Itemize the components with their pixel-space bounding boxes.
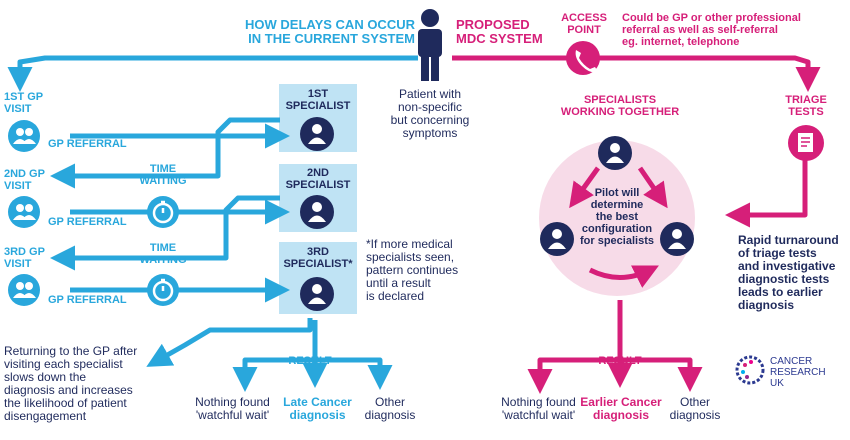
- specialist-2-doctor-icon: [300, 195, 334, 229]
- proposed-system-heading: PROPOSED MDC SYSTEM: [456, 17, 543, 46]
- gp-visit-3-group-icon: [8, 274, 40, 306]
- gp-visit-2-group-icon: [8, 196, 40, 228]
- specialists-circle-bg: [539, 140, 695, 296]
- stopwatch-2-icon: [147, 274, 179, 306]
- mdc-specialist-right-doctor-icon: [660, 222, 694, 256]
- proposed-result-label: RESULT: [598, 355, 642, 367]
- specialist-1-doctor-icon: [300, 117, 334, 151]
- current-outcome-other: Other diagnosis: [364, 395, 416, 422]
- time-waiting-2-label: TIME WAITING: [139, 242, 187, 266]
- mdc-specialist-left-doctor-icon: [540, 222, 574, 256]
- time-waiting-1-label: TIME WAITING: [139, 163, 187, 187]
- triage-tests-label: TRIAGE TESTS: [785, 94, 827, 118]
- cancer-research-uk-logo-icon: [735, 355, 765, 385]
- gp-referral-1-label: GP REFERRAL: [48, 138, 127, 150]
- access-phone-icon: [566, 41, 600, 75]
- proposed-outcome-earlier-cancer: Earlier Cancer diagnosis: [580, 395, 662, 422]
- gp-visit-1-group-icon: [8, 120, 40, 152]
- mdc-specialist-top-doctor-icon: [598, 136, 632, 170]
- visit-1-label: 1ST GP VISIT: [4, 91, 44, 115]
- visit-2-label: 2ND GP VISIT: [4, 168, 45, 192]
- specialist-1-label: 1ST SPECIALIST: [285, 88, 351, 112]
- pilot-text: Pilot will determine the best configurat…: [580, 187, 654, 247]
- proposed-outcome-other: Other diagnosis: [669, 395, 721, 422]
- specialist-3-label: 3RD SPECIALIST*: [283, 246, 353, 270]
- specialist-3-doctor-icon: [300, 277, 334, 311]
- returning-note: Returning to the GP after visiting each …: [4, 344, 138, 423]
- gp-referral-3-label: GP REFERRAL: [48, 294, 127, 306]
- rapid-turnaround-note: Rapid turnaround of triage tests and inv…: [738, 233, 839, 312]
- patient-person-icon: [418, 9, 442, 81]
- cancer-research-uk-logo-text: CANCER RESEARCH UK: [770, 356, 826, 389]
- specialists-working-together-heading: SPECIALISTS WORKING TOGETHER: [560, 94, 680, 118]
- proposed-outcome-nothing-found: Nothing found 'watchful wait': [501, 395, 576, 422]
- access-point-label: ACCESS POINT: [561, 12, 607, 36]
- gp-referral-2-label: GP REFERRAL: [48, 216, 127, 228]
- current-outcome-late-cancer: Late Cancer diagnosis: [283, 395, 352, 422]
- stopwatch-1-icon: [147, 196, 179, 228]
- visit-3-label: 3RD GP VISIT: [4, 246, 45, 270]
- current-outcome-nothing-found: Nothing found 'watchful wait': [195, 395, 270, 422]
- specialist-2-label: 2ND SPECIALIST: [285, 167, 351, 191]
- access-note: Could be GP or other professional referr…: [622, 12, 801, 48]
- current-system-heading: HOW DELAYS CAN OCCUR IN THE CURRENT SYST…: [245, 17, 415, 46]
- footnote-text: *If more medical specialists seen, patte…: [366, 237, 459, 303]
- current-result-label: RESULT: [288, 355, 332, 367]
- patient-description: Patient with non-specific but concerning…: [390, 87, 470, 140]
